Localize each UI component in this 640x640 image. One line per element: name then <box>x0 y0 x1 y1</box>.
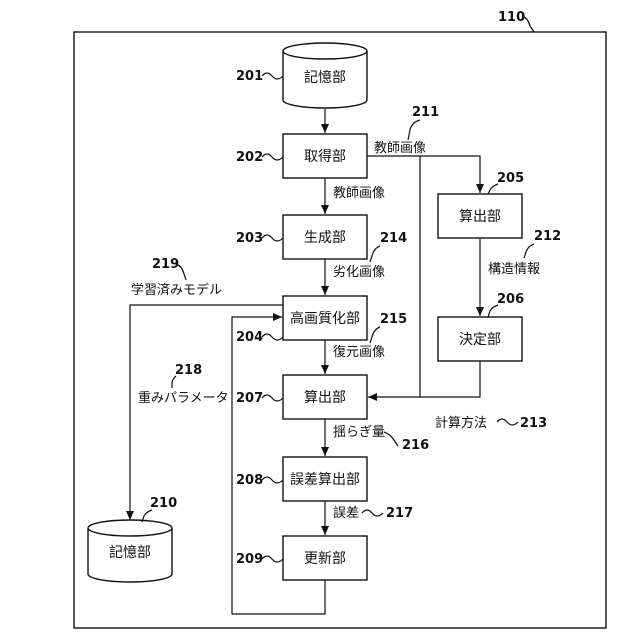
edge-label-fluctuation: 揺らぎ量 <box>333 425 385 440</box>
edge-label-structure-info: 構造情報 <box>488 262 540 277</box>
box-label-209: 更新部 <box>304 551 346 567</box>
ref-203: 203 <box>236 231 263 246</box>
ref-218: 218 <box>175 363 202 378</box>
leader-211 <box>408 120 420 140</box>
ref-217: 217 <box>386 506 413 521</box>
box-label-207: 算出部 <box>304 390 346 406</box>
leader-213 <box>497 419 518 425</box>
ref-208: 208 <box>236 473 263 488</box>
box-label-205: 算出部 <box>459 209 501 225</box>
ref-110: 110 <box>498 10 525 25</box>
leader-215 <box>370 327 380 343</box>
ref-213: 213 <box>520 416 547 431</box>
ref-211: 211 <box>412 105 439 120</box>
leader-209 <box>262 556 283 562</box>
ref-206: 206 <box>497 292 524 307</box>
ref-207: 207 <box>236 391 263 406</box>
edge-label-restored-image: 復元画像 <box>333 344 385 360</box>
edge-label-trained-model: 学習済みモデル <box>131 282 222 298</box>
ref-215: 215 <box>380 312 407 327</box>
ref-209: 209 <box>236 552 263 567</box>
leader-208 <box>262 477 283 483</box>
leader-214 <box>370 246 380 262</box>
ref-204: 204 <box>236 330 263 345</box>
leader-202 <box>262 154 283 160</box>
edge-label-weight-param: 重みパラメータ <box>138 390 229 406</box>
ref-219: 219 <box>152 257 179 272</box>
edge-label-calc-method: 計算方法 <box>435 415 487 431</box>
box-label-203: 生成部 <box>304 230 346 246</box>
box-label-206: 決定部 <box>459 332 501 348</box>
ref-201: 201 <box>236 69 263 84</box>
box-label-202: 取得部 <box>304 148 346 165</box>
ref-205: 205 <box>497 171 524 186</box>
ref-214: 214 <box>380 231 407 246</box>
leader-204 <box>262 334 283 340</box>
arrow-206-207 <box>420 361 480 397</box>
edge-label-degraded-image: 劣化画像 <box>333 265 385 280</box>
leader-207 <box>262 395 283 401</box>
edge-label-teacher-image-2: 教師画像 <box>374 140 426 156</box>
ref-216: 216 <box>402 438 429 453</box>
leader-212 <box>524 244 534 258</box>
box-label-204: 高画質化部 <box>290 310 360 327</box>
leader-201 <box>262 73 283 79</box>
leader-217 <box>362 510 383 516</box>
leader-216 <box>384 432 398 446</box>
edge-label-error: 誤差 <box>333 505 359 521</box>
edge-label-teacher-image-1: 教師画像 <box>333 185 385 201</box>
storage-label-201: 記憶部 <box>304 69 346 86</box>
ref-202: 202 <box>236 150 263 165</box>
ref-210: 210 <box>150 496 177 511</box>
box-label-208: 誤差算出部 <box>290 472 360 488</box>
storage-label-210: 記憶部 <box>109 544 151 561</box>
ref-212: 212 <box>534 229 561 244</box>
leader-203 <box>262 235 283 241</box>
